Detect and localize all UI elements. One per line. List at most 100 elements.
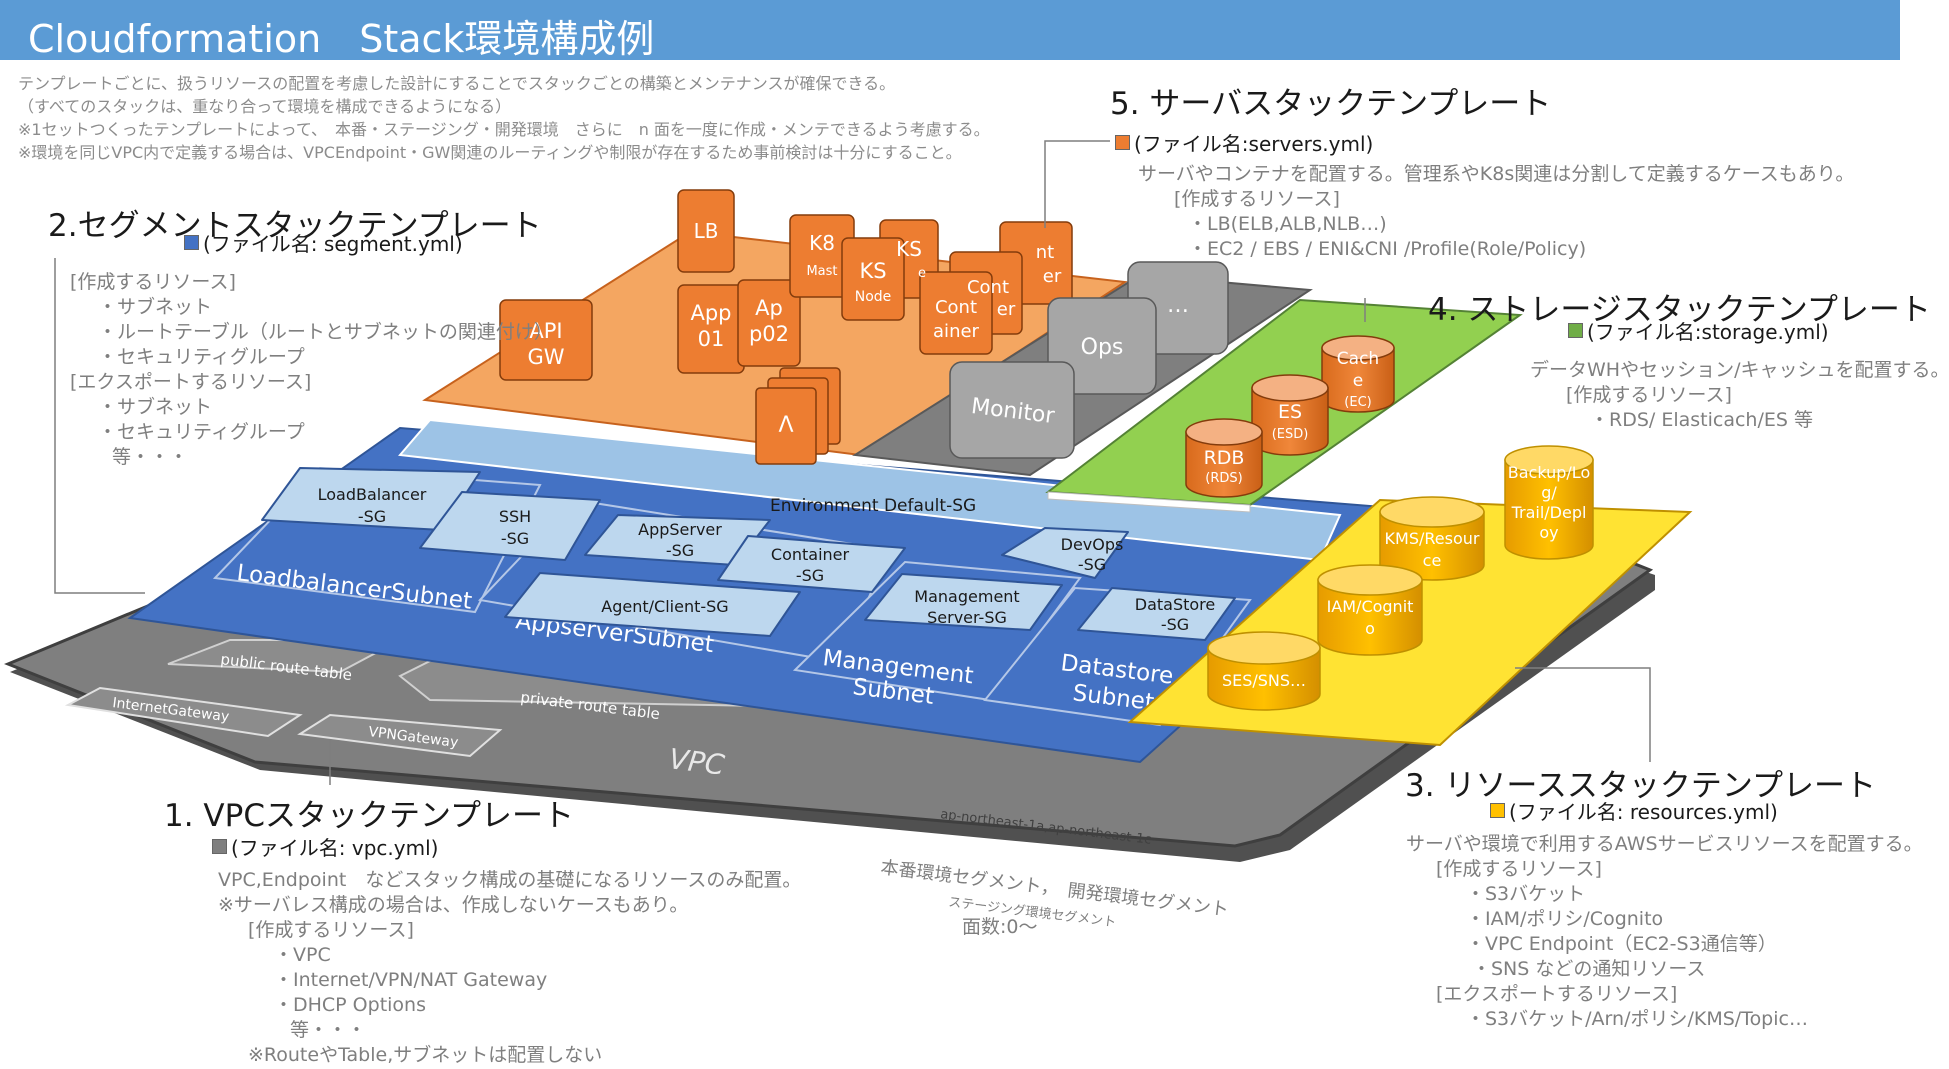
desc-line: 等・・・ — [290, 1019, 367, 1041]
resources-file-label: (ファイル名: resources.yml) — [1509, 800, 1778, 824]
desc-line: ・SNS などの通知リソース — [1472, 958, 1706, 980]
desc-line: ・サブネット — [98, 396, 213, 418]
storage-layer: Cach e (EC) ES (ESD) RDB (RDS) — [1045, 298, 1523, 513]
server-box-lambda — [755, 387, 817, 465]
sg-devops — [1001, 527, 1129, 579]
sg-ssh — [419, 491, 601, 561]
cylinder-backup — [1504, 459, 1594, 560]
server-label: nt — [1036, 242, 1054, 263]
storage-description: データWHやセッション/キャッシュを配置する。 [作成するリソース] ・RDS/… — [1530, 358, 1949, 433]
desc-line: [エクスポートするリソース] — [70, 371, 312, 393]
title-bar: Cloudformation Stack環境構成例 — [0, 0, 1900, 61]
mgmt-label: Ops — [1081, 335, 1124, 360]
server-label: Node — [855, 289, 892, 305]
resource-label: Backup/Lo — [1508, 463, 1590, 482]
cylinder-cache-top — [1321, 335, 1395, 361]
sg-label: AppServer — [638, 520, 722, 539]
storage-label: RDB — [1204, 447, 1245, 469]
segment-file: (ファイル名: segment.yml) — [184, 228, 463, 257]
segment-color-icon — [184, 235, 199, 250]
desc-line: [作成するリソース] — [70, 271, 236, 293]
resources-color-icon — [1490, 803, 1505, 818]
sg-label: LoadBalancer — [318, 485, 427, 504]
env-note-line3: 面数:0〜 — [962, 916, 1038, 938]
sg-loadbalancer — [261, 467, 481, 531]
sg-label: -SG — [666, 541, 694, 560]
server-label: Cont — [935, 297, 977, 318]
storage-file: (ファイル名:storage.yml) — [1568, 316, 1829, 345]
cylinder-rdb — [1185, 431, 1263, 498]
intro-note: （すべてのスタックは、重なり合って環境を構成できるようになる） — [18, 97, 512, 116]
resource-label: SES/SNS… — [1222, 671, 1306, 690]
desc-line: ・セキュリティグループ — [98, 346, 305, 368]
desc-line: ・DHCP Options — [274, 994, 426, 1016]
connector-resources — [1515, 667, 1651, 762]
resource-label: o — [1365, 619, 1375, 638]
sg-agent-client — [504, 572, 801, 637]
cylinder-rdb-top — [1185, 418, 1263, 446]
sg-label: -SG — [796, 566, 824, 585]
desc-line: サーバやコンテナを配置する。管理系やK8s関連は分割して定義するケースもあり。 — [1138, 163, 1855, 185]
server-label: Cont — [967, 277, 1009, 298]
sg-label: SSH — [499, 507, 531, 526]
mgmt-box-monitor — [949, 361, 1075, 459]
storage-label: (RDS) — [1205, 471, 1242, 486]
resources-description: サーバや環境で利用するAWSサービスリソースを配置する。 [作成するリソース] … — [1406, 832, 1923, 1032]
storage-label: (EC) — [1344, 395, 1371, 410]
default-sg-label: Environment Default-SG — [770, 496, 976, 516]
sg-label: -SG — [1161, 615, 1189, 634]
server-label: Mast — [806, 264, 837, 279]
storage-color-icon — [1568, 323, 1583, 338]
desc-line: VPC,Endpoint などスタック構成の基礎になるリソースのみ配置。 — [218, 869, 802, 891]
connector-segment — [54, 258, 145, 594]
desc-line: ・S3バケット/Arn/ポリシ/KMS/Topic… — [1466, 1008, 1808, 1030]
vpc-file: (ファイル名: vpc.yml) — [212, 832, 438, 861]
servers-heading: 5. サーバスタックテンプレート — [1110, 86, 1552, 122]
desc-line: 等・・・ — [112, 446, 189, 468]
storage-label: ES — [1278, 401, 1302, 423]
desc-line: ・ルートテーブル（ルートとサブネットの関連付け） — [98, 321, 553, 343]
desc-line: サーバや環境で利用するAWSサービスリソースを配置する。 — [1406, 833, 1923, 855]
server-label: API — [529, 319, 562, 343]
sg-label: -SG — [501, 529, 529, 548]
server-label: KS — [896, 237, 922, 261]
sg-management-server — [864, 573, 1063, 631]
resource-label: Trail/Depl — [1511, 503, 1587, 522]
servers-description: サーバやコンテナを配置する。管理系やK8s関連は分割して定義するケースもあり。 … — [1138, 162, 1854, 262]
stack-diagram: public route table private route table I… — [4, 140, 1693, 938]
vpc-label: VPC — [667, 742, 727, 782]
server-label: App — [690, 301, 731, 325]
segment-heading: 2.セグメントスタックテンプレート — [48, 208, 542, 244]
desc-line: ・S3バケット — [1466, 883, 1586, 905]
sg-label: DevOps — [1061, 535, 1124, 554]
resources-file: (ファイル名: resources.yml) — [1490, 796, 1778, 825]
servers-file-label: (ファイル名:servers.yml) — [1134, 132, 1374, 156]
desc-line: データWHやセッション/キャッシュを配置する。 — [1530, 359, 1949, 381]
storage-label: Cach — [1337, 349, 1379, 369]
desc-line: [作成するリソース] — [248, 919, 414, 941]
desc-line: ・サブネット — [98, 296, 213, 318]
server-label: 01 — [698, 327, 725, 351]
vpc-heading: 1. VPCスタックテンプレート — [164, 798, 575, 834]
server-label: Λ — [778, 413, 793, 438]
resource-label: ce — [1423, 551, 1442, 570]
sg-datastore — [1077, 587, 1236, 641]
environment-default-sg — [398, 418, 1342, 562]
sg-appserver — [584, 514, 771, 566]
server-box-apigw — [499, 299, 593, 381]
server-label: LB — [694, 219, 719, 243]
storage-heading: 4. ストレージスタックテンプレート — [1428, 292, 1931, 328]
desc-line: [作成するリソース] — [1436, 858, 1602, 880]
connectors — [54, 140, 1651, 785]
server-box-k8s-node — [841, 237, 905, 321]
server-label: er — [997, 299, 1016, 320]
desc-line: ・EC2 / EBS / ENI&CNI /Profile(Role/Polic… — [1188, 238, 1587, 260]
vpn-gateway — [297, 713, 503, 758]
sg-container — [717, 535, 906, 593]
vpc-color-icon — [212, 839, 227, 854]
management-layer: … Ops Monitor — [852, 261, 1313, 477]
connector-servers — [1044, 140, 1110, 228]
desc-line: [エクスポートするリソース] — [1436, 983, 1678, 1005]
server-label: er — [1043, 266, 1062, 287]
server-label: K8 — [809, 231, 835, 255]
